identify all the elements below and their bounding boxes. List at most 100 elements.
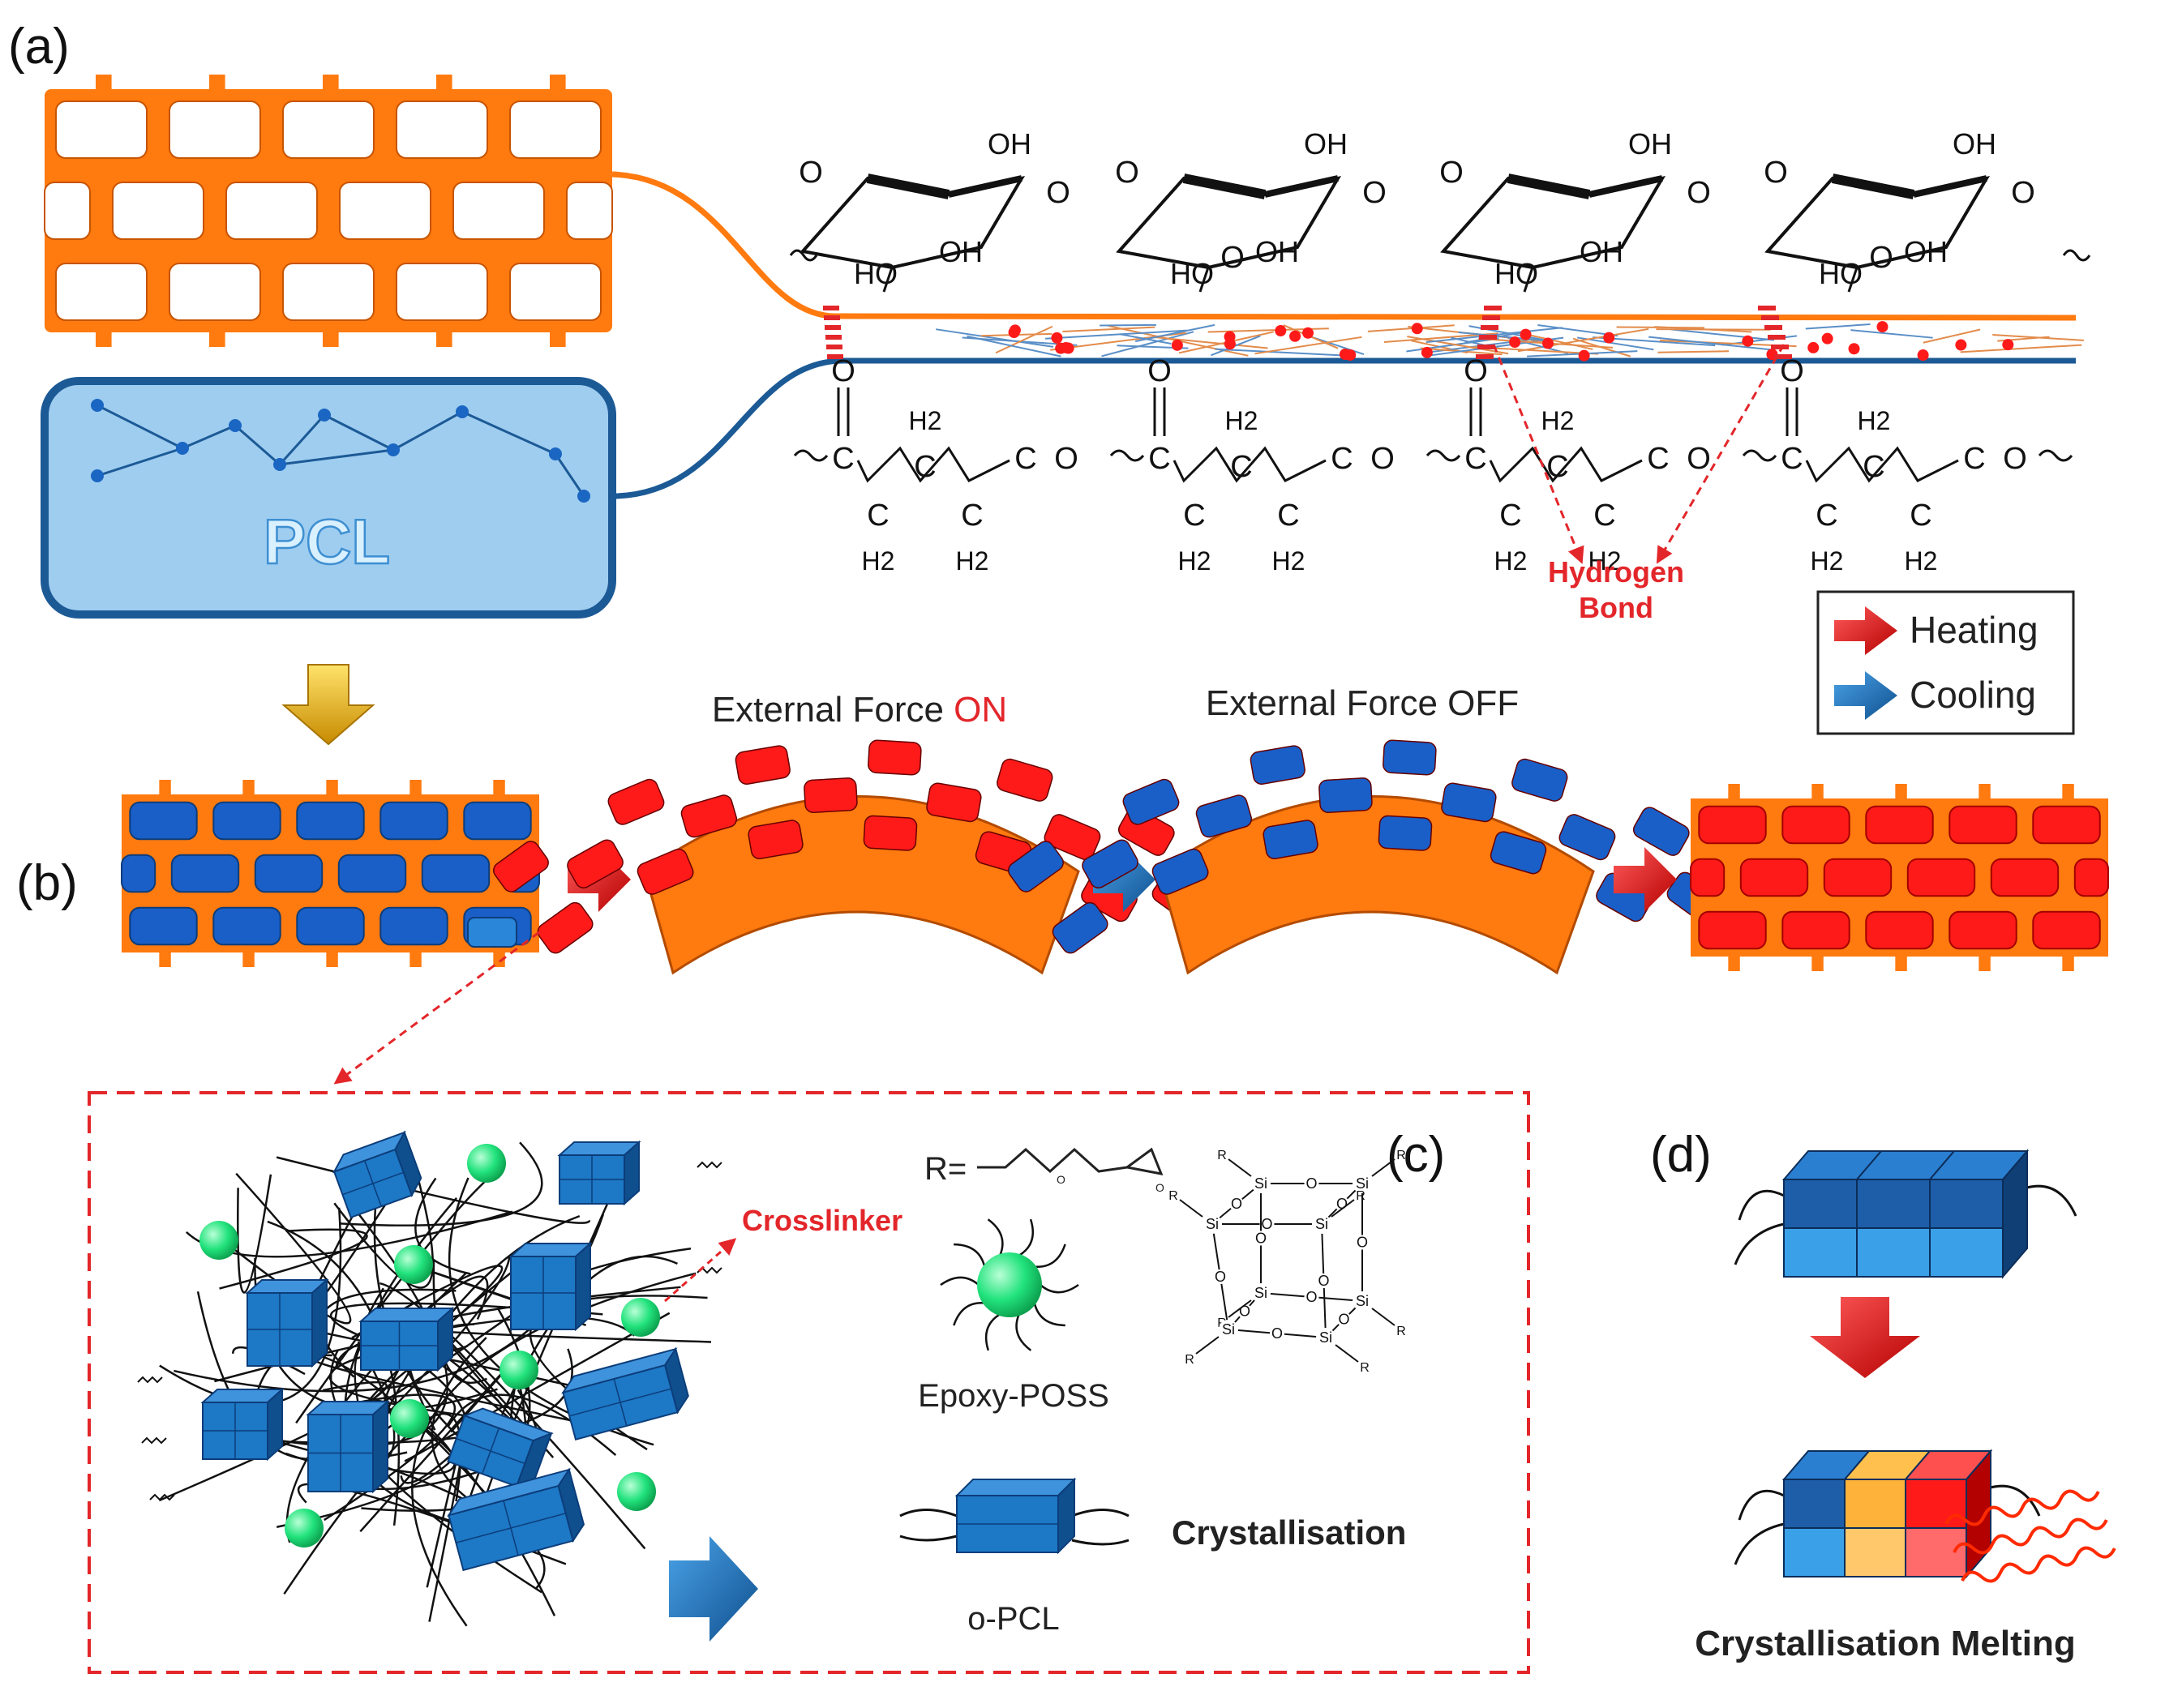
cage-r: R: [1396, 1325, 1406, 1338]
legend-heating: Heating: [1910, 609, 2039, 651]
chain-c: C: [1963, 442, 1985, 476]
curved-cell: [804, 777, 858, 814]
external-force-off-label: External Force OFF: [1206, 683, 1519, 723]
lattice-tab: [409, 780, 422, 798]
crystal-side: [267, 1387, 283, 1462]
fiber: [1254, 336, 1362, 355]
opcl-chain: [899, 1535, 958, 1542]
crystal-line: [364, 1160, 382, 1207]
panel-d-label: (d): [1650, 1127, 1712, 1183]
fiber-dot: [1051, 332, 1063, 344]
lattice-cell: [212, 906, 281, 946]
lattice-cell: [2032, 910, 2101, 950]
sugar-bold-edge: [1831, 173, 1915, 199]
fiber-dot: [1302, 327, 1314, 339]
chain-wave: [793, 449, 829, 462]
melting-crystal-front: [1844, 1527, 1906, 1577]
curved-cell: [567, 839, 624, 888]
interface-fibers: [936, 321, 2084, 362]
lattice-tab: [1979, 784, 1991, 802]
crystal-chain: [1738, 1189, 1785, 1221]
h2-label: H2: [909, 406, 942, 435]
cage-r-bond: [1331, 1199, 1355, 1218]
lattice-cell: [1823, 858, 1893, 897]
lattice-tab: [2062, 953, 2074, 971]
curved-cell: [1318, 777, 1373, 814]
external-force-on-label: External Force ON: [712, 690, 1007, 730]
cage-o: O: [1336, 1196, 1348, 1212]
lattice-cell: [421, 854, 491, 893]
crosslink-node: [390, 1399, 429, 1438]
crystal-side: [311, 1278, 328, 1368]
opcl-chain: [1071, 1539, 1130, 1546]
lattice-tab: [436, 75, 452, 92]
chain-wave: [1425, 449, 1461, 462]
lattice-tab: [1895, 784, 1907, 802]
fiber-dot: [1289, 330, 1301, 342]
chain-backbone: [1805, 446, 1959, 483]
cage-o-bg: [1254, 1231, 1268, 1246]
fiber-dot: [1009, 324, 1021, 336]
solid-crystal-front: [1929, 1179, 2004, 1229]
curved-cell: [926, 782, 982, 823]
melting-crystal-front: [1783, 1527, 1846, 1577]
crosslink-node: [285, 1509, 324, 1547]
panel-a-label: (a): [8, 19, 70, 75]
bond: [1523, 267, 1534, 293]
crystal-line: [503, 1500, 519, 1556]
fiber-dot: [1060, 341, 1072, 353]
r-group-o: O: [1057, 1173, 1065, 1186]
lattice-cell: [2032, 805, 2101, 845]
fiber: [1458, 332, 1547, 342]
fiber: [1923, 328, 1981, 344]
lattice-tab: [242, 780, 255, 798]
curved-cell: [1151, 848, 1209, 895]
cage-o: O: [1305, 1175, 1317, 1192]
fiber: [1656, 328, 1771, 331]
hydrogen-label: Hydrogen: [1548, 555, 1684, 589]
curved-cell: [863, 815, 918, 851]
crystallite: [447, 1467, 585, 1572]
cage-o-bg: [1270, 1326, 1284, 1341]
cage-r-bond: [1335, 1344, 1359, 1363]
fiber: [1100, 323, 1156, 327]
crystallite: [332, 1130, 422, 1219]
cage-si-bg: [1219, 1320, 1238, 1339]
lattice-cell: [1990, 858, 2060, 897]
fiber: [1537, 323, 1618, 337]
crystal-chain: [1734, 1222, 1785, 1265]
cage-r-bond: [1371, 1158, 1395, 1177]
crystal-chain: [2026, 1184, 2077, 1217]
polymer-chain: [319, 1288, 457, 1378]
lattice-cell: [1906, 858, 1976, 897]
lattice-tab: [409, 949, 422, 967]
h2-label: H2: [1272, 546, 1305, 576]
chain-c: C: [1781, 442, 1803, 476]
poss-arm: [1034, 1244, 1066, 1268]
fiber-dot: [1917, 349, 1929, 362]
heating-arrow-2-icon: [1614, 847, 1677, 912]
lattice-cell: [112, 182, 204, 240]
cage-o-bg: [1304, 1176, 1319, 1191]
polymer-chain: [333, 1166, 434, 1289]
sugar-bold-edge: [1264, 175, 1339, 198]
cage-r-bond: [1179, 1199, 1203, 1218]
lattice-tab: [326, 949, 338, 967]
fiber-dot: [1542, 337, 1554, 349]
crystallite: [245, 1278, 329, 1368]
polymer-chain: [219, 1228, 368, 1290]
lattice-cell: [121, 854, 156, 893]
solid-crystal-front: [1856, 1227, 1931, 1278]
melt-wave: [1953, 1518, 2108, 1555]
fiber-dot: [1955, 339, 1967, 351]
lattice-cell: [1781, 910, 1850, 950]
poss-arm: [940, 1276, 980, 1286]
lattice-tab: [96, 329, 112, 347]
lattice-tab: [2062, 784, 2074, 802]
fiber: [1648, 336, 1771, 351]
poss-arm: [954, 1243, 986, 1268]
lattice-tab: [550, 329, 566, 347]
lattice-cell: [44, 182, 91, 240]
epoxide-o: O: [1155, 1181, 1164, 1194]
